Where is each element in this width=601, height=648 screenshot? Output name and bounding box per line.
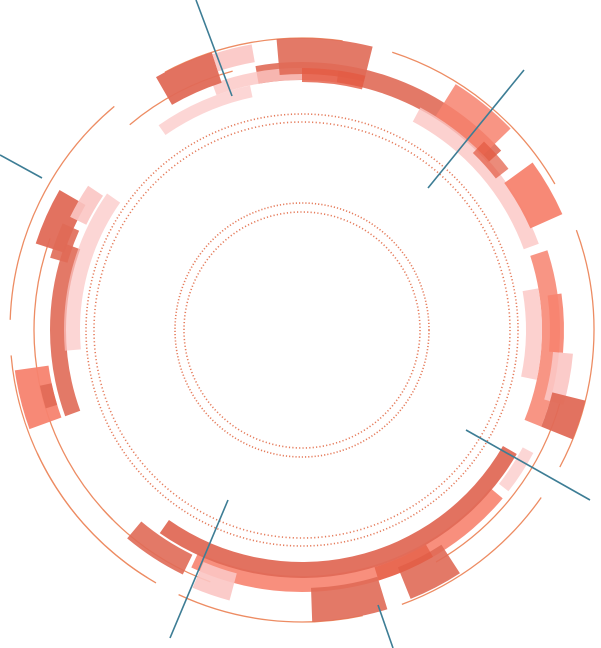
thin-arc-8 — [36, 453, 148, 579]
needle-line-2 — [0, 154, 43, 179]
thin-arc-6 — [401, 497, 542, 606]
thin-arc-2 — [9, 105, 115, 320]
arc-block-5 — [504, 162, 563, 229]
arc-block-15 — [35, 190, 86, 253]
arc-block-17 — [70, 185, 104, 225]
arc-band-4 — [412, 107, 539, 250]
arc-band-1 — [191, 488, 503, 592]
dotted-ring-1 — [183, 211, 421, 449]
arc-block-7 — [544, 351, 573, 405]
dotted-ring-3 — [93, 121, 511, 539]
arc-band-8 — [64, 193, 121, 351]
arc-block-14 — [14, 365, 62, 430]
thin-arc-4 — [392, 51, 556, 185]
arc-block-4 — [472, 141, 509, 179]
arc-block-9 — [397, 544, 460, 599]
needle-line-4 — [465, 429, 591, 501]
arc-block-1 — [276, 38, 373, 82]
needle-line-1 — [195, 0, 233, 97]
arc-block-6 — [547, 293, 564, 353]
arc-band-11 — [499, 447, 534, 492]
arc-band-10 — [158, 85, 253, 136]
dotted-ring-4 — [85, 113, 519, 547]
needle-line-5 — [169, 499, 229, 639]
arc-band-2 — [159, 446, 517, 578]
arc-block-19 — [212, 44, 255, 72]
arc-block-13 — [127, 521, 193, 575]
needle-line-3 — [427, 69, 525, 189]
arc-block-12 — [192, 561, 237, 601]
arc-blocks — [14, 38, 586, 622]
arc-block-3 — [435, 84, 511, 155]
arc-block-10 — [374, 544, 433, 581]
arc-block-8 — [541, 392, 586, 440]
arc-block-20 — [39, 383, 58, 409]
dotted-rings — [85, 113, 519, 547]
needle-line-6 — [377, 604, 394, 648]
arc-block-18 — [156, 52, 222, 105]
arc-band-6 — [521, 288, 543, 380]
arc-block-16 — [50, 223, 80, 263]
arc-block-11 — [311, 576, 388, 622]
arc-block-2 — [302, 68, 366, 90]
dotted-ring-2 — [174, 202, 430, 458]
